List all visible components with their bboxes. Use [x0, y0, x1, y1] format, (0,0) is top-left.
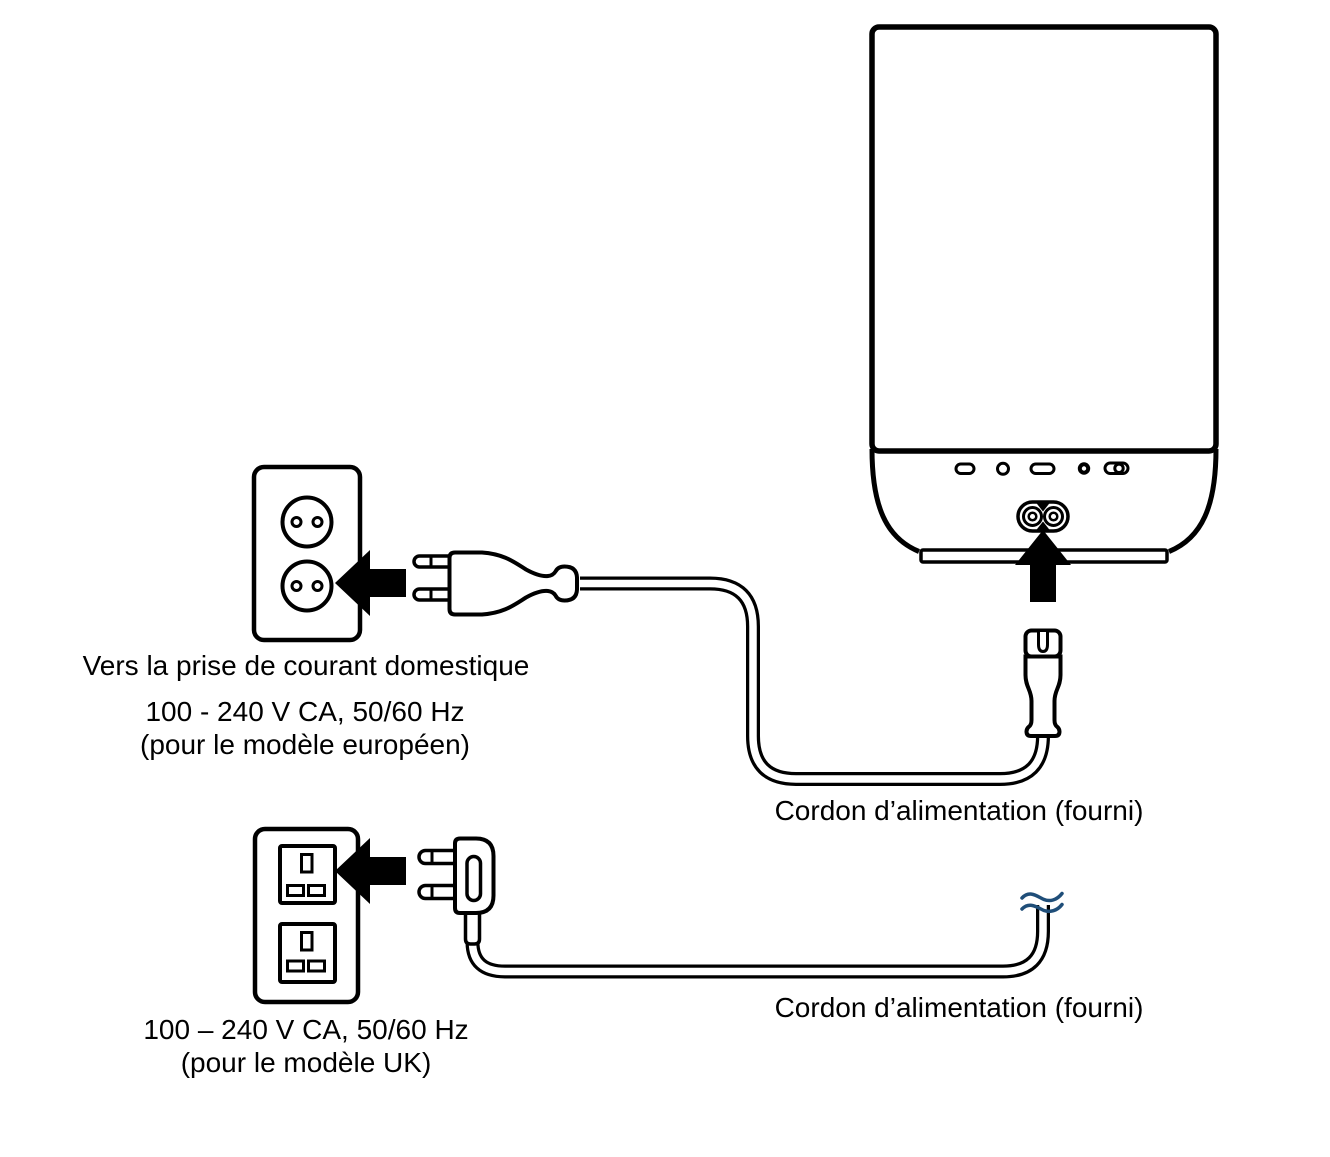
uk-socket-bottom	[278, 922, 337, 984]
power-cord-label-uk: Cordon d’alimentation (fourni)	[774, 992, 1144, 1023]
uk-socket-bottom-live-slot	[286, 959, 305, 973]
rear-port-toggle-knob	[1113, 462, 1125, 474]
rear-ports-row	[954, 461, 1130, 476]
uk-wall-outlet	[252, 826, 361, 1005]
uk-voltage-label: 100 – 240 V CA, 50/60 Hz	[143, 1014, 469, 1045]
eu-outlet-plate	[251, 464, 363, 643]
eu-socket-bottom	[280, 559, 334, 613]
eu-wall-outlet	[251, 464, 363, 643]
ac-inlet-pin-left-core	[1027, 511, 1038, 522]
ac-inlet-top-notch	[1036, 503, 1050, 512]
device-bottom-right-curve	[1168, 448, 1219, 554]
rear-port-oval-1	[954, 462, 976, 475]
ac-inlet	[1016, 500, 1070, 533]
eu-socket-top	[280, 495, 334, 549]
uk-plug-icon	[417, 836, 496, 946]
uk-socket-top-neutral-slot	[307, 884, 326, 897]
eu-outlet-caption: Vers la prise de courant domestique	[82, 650, 530, 681]
ac-inlet-pin-right-core	[1048, 511, 1059, 522]
eu-socket-top-hole-right	[311, 516, 324, 528]
eu-specs: 100 - 240 V CA, 50/60 Hz (pour le modèle…	[140, 695, 470, 761]
europlug-icon	[412, 550, 579, 617]
device-bottom-left-curve	[869, 448, 920, 554]
rear-port-oval-2	[1029, 462, 1056, 475]
rear-port-dot	[1077, 462, 1091, 475]
eu-socket-bottom-hole-right	[311, 580, 324, 592]
cable-break-wave-bottom	[1020, 902, 1064, 914]
device-body	[869, 24, 1219, 454]
eu-socket-top-hole-left	[290, 516, 303, 528]
eu-power-cable	[580, 576, 1050, 786]
c7-cap-notch	[1037, 632, 1049, 654]
cable-break-squiggle	[1020, 891, 1064, 914]
uk-cable-outline	[465, 905, 1050, 979]
power-cord-label-eu: Cordon d’alimentation (fourni)	[774, 795, 1144, 826]
c7-body	[1023, 654, 1063, 738]
insert-up-arrow-icon	[1015, 530, 1071, 602]
speaker-device	[869, 24, 1219, 602]
c7-connector	[1023, 628, 1063, 738]
rear-port-round	[996, 461, 1010, 476]
uk-model-label: (pour le modèle UK)	[180, 1047, 432, 1078]
eu-socket-bottom-hole-left	[290, 580, 303, 592]
uk-socket-top-earth-slot	[300, 853, 314, 874]
uk-socket-bottom-earth-slot	[300, 931, 314, 952]
uk-socket-bottom-neutral-slot	[307, 959, 326, 973]
uk-socket-top-live-slot	[286, 884, 305, 897]
uk-cable-core	[468, 905, 1047, 976]
uk-specs: 100 – 240 V CA, 50/60 Hz (pour le modèle…	[143, 1013, 468, 1079]
eu-voltage-label: 100 - 240 V CA, 50/60 Hz	[145, 696, 465, 727]
eu-cable-outline	[580, 576, 1050, 786]
eu-plug-direction-arrow-icon	[335, 550, 406, 616]
uk-plug-fuse-window	[465, 854, 483, 903]
uk-power-cable	[465, 891, 1064, 979]
uk-plug-neck	[463, 911, 482, 946]
europlug-body	[447, 550, 579, 617]
uk-plug-direction-arrow-icon	[335, 838, 406, 904]
eu-cable-core	[580, 579, 1047, 783]
cable-break-wave-top	[1020, 891, 1064, 903]
eu-model-label: (pour le modèle européen)	[140, 729, 470, 760]
uk-socket-top	[278, 844, 337, 905]
ac-inlet-bottom-notch	[1036, 521, 1050, 530]
